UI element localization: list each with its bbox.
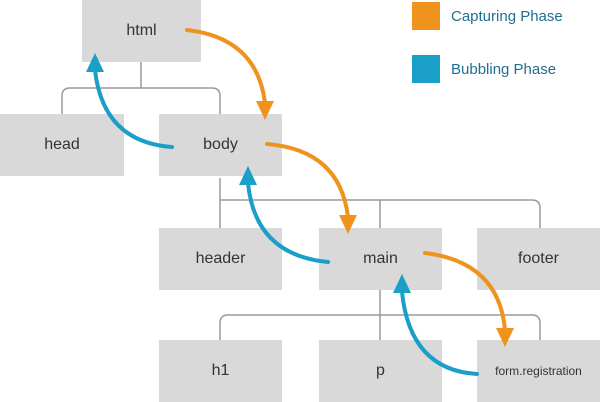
legend-capturing-swatch: [412, 2, 440, 30]
capture-arrowhead-form: [496, 328, 514, 347]
node-header-label: header: [195, 250, 246, 267]
bubble-arrowhead-body: [239, 166, 257, 185]
bubble-arrow-form-main: [400, 290, 479, 376]
node-form-registration: form.registration: [477, 340, 600, 402]
node-footer-label: footer: [518, 250, 559, 267]
node-head: head: [0, 114, 124, 176]
node-footer: footer: [477, 228, 600, 290]
node-h1: h1: [159, 340, 282, 402]
capture-arrow-main-form: [423, 251, 507, 332]
node-main: main: [319, 228, 442, 290]
capturing-arrows: [185, 28, 507, 332]
node-body-label: body: [203, 136, 238, 153]
node-h1-label: h1: [211, 362, 230, 379]
capture-arrow-body-main: [265, 142, 350, 219]
node-main-label: main: [363, 250, 398, 267]
node-body: body: [159, 114, 282, 176]
legend-bubbling-label: Bubbling Phase: [451, 61, 557, 78]
node-p-label: p: [376, 362, 385, 379]
capture-arrowhead-main: [339, 215, 357, 234]
bubble-arrow-main-body: [246, 181, 330, 264]
legend-capturing-label: Capturing Phase: [451, 8, 563, 25]
legend-bubbling-swatch: [412, 55, 440, 83]
node-header: header: [159, 228, 282, 290]
node-form-registration-label: form.registration: [495, 364, 582, 378]
bubble-arrowhead-main: [393, 274, 411, 293]
capture-arrowhead-body: [256, 101, 274, 120]
node-html-label: html: [126, 22, 157, 39]
node-head-label: head: [44, 136, 80, 153]
bubble-arrowhead-html: [86, 53, 104, 72]
bubbling-arrows: [93, 68, 479, 376]
node-html: html: [82, 0, 201, 62]
bubble-arrow-body-html: [93, 68, 174, 149]
capture-arrow-html-body: [185, 28, 267, 105]
